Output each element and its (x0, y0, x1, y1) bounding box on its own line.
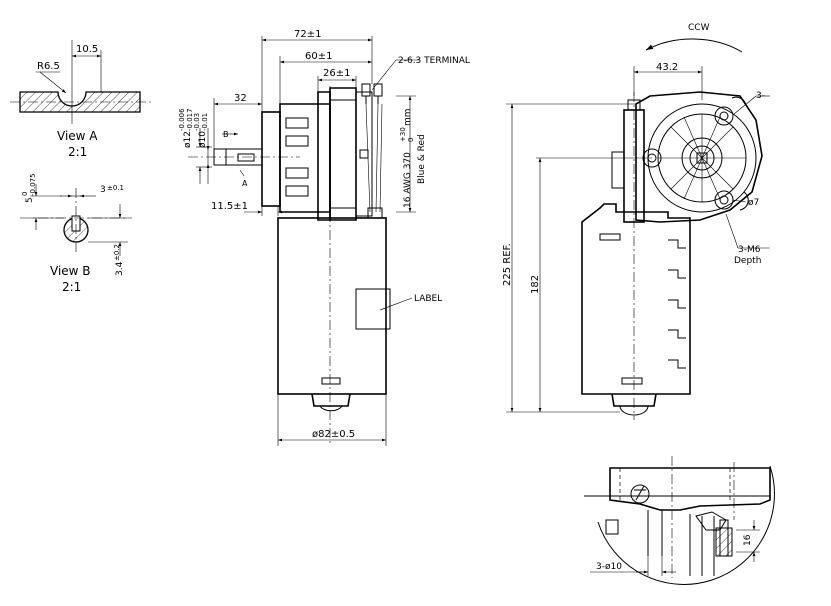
gearbox-housing (261, 87, 373, 221)
view-a-scale: 2:1 (68, 145, 87, 159)
side-dim-phi10: ø10 (198, 131, 208, 148)
view-b-scale: 2:1 (62, 280, 81, 294)
detail-view: 3-ø10 16 (584, 456, 775, 585)
front-view: CCW (502, 23, 770, 420)
side-marker-a: A (242, 179, 248, 188)
side-wire-tol-upper: +30 (399, 127, 407, 142)
front-note-depth: Depth (734, 256, 761, 266)
motor-body (277, 86, 391, 444)
side-dim-11-5: 11.5±1 (211, 201, 248, 212)
view-b-dim-slot-tol: ±0.1 (107, 184, 124, 192)
side-dim-phi10-tol-lower: -0.01 (201, 113, 209, 131)
view-a: 10.5 R6.5 View A 2:1 (10, 40, 152, 159)
terminals (361, 83, 383, 219)
side-label-callout: LABEL (414, 294, 442, 304)
side-dim-32: 32 (234, 93, 247, 104)
side-wire-tol-lower: 0 (407, 138, 415, 142)
side-wire-unit: mm (403, 108, 413, 126)
side-dim-phi82: ø82±0.5 (312, 429, 355, 440)
side-dim-60: 60±1 (305, 51, 332, 62)
side-dim-phi12: ø12 (183, 131, 193, 148)
front-cooling-slots (668, 239, 686, 369)
view-b-dim-flat: 5 (25, 197, 35, 203)
view-b-dim-flat-tol-lower: -0.075 (29, 173, 37, 196)
side-dimensions (196, 36, 420, 446)
view-b-dim-slot: 3 (100, 185, 106, 195)
view-a-dim-radius: R6.5 (37, 61, 60, 72)
side-dim-72: 72±1 (294, 29, 321, 40)
side-dim-phi10-tol-upper: -0.03 (193, 113, 201, 131)
view-a-title: View A (57, 129, 98, 143)
front-gearbox (635, 91, 763, 223)
front-rotation-label: CCW (688, 23, 710, 33)
view-a-dim-width: 10.5 (76, 44, 98, 55)
detail-dim-16: 16 (743, 534, 753, 546)
front-dim-43-2: 43.2 (656, 62, 678, 73)
front-dim-182: 182 (530, 275, 541, 294)
view-b-title: View B (50, 264, 91, 278)
ccw-rotation-arrow (645, 38, 743, 53)
front-note-diameter: ø7 (748, 198, 759, 208)
view-b-dim-depth: 3.4 (115, 261, 125, 276)
front-boss (611, 92, 645, 420)
side-view: 72±1 60±1 26±1 32 11.5±1 ø12 -0.006 -0.0… (178, 29, 470, 446)
front-note-m6: 3-M6 (738, 245, 761, 255)
output-shaft (188, 148, 300, 166)
front-dim-225: 225 REF. (502, 243, 513, 286)
side-marker-b: B (223, 130, 229, 139)
view-b: 5 0 -0.075 3 ±0.1 3.4 ±0.2 View B 2:1 (20, 173, 132, 294)
front-note-holes: 3- (756, 91, 765, 101)
view-a-section-body (10, 40, 152, 124)
view-b-dim-depth-tol: ±0.2 (113, 244, 121, 261)
front-dimensions (506, 66, 770, 413)
front-motor (536, 157, 691, 416)
detail-dim-hole: 3-ø10 (596, 562, 622, 572)
side-wire-colors: Blue & Red (417, 134, 427, 184)
side-dim-phi12-tol-upper: -0.006 (178, 108, 186, 131)
side-terminal-label: 2-6.3 TERMINAL (398, 56, 470, 66)
side-wire-label: 16 AWG 370 (403, 152, 413, 208)
view-b-section-body (20, 184, 132, 256)
view-b-dim-flat-tol-upper: 0 (21, 192, 29, 196)
side-dim-phi12-tol-lower: -0.017 (186, 108, 194, 131)
side-dim-26: 26±1 (323, 68, 350, 79)
